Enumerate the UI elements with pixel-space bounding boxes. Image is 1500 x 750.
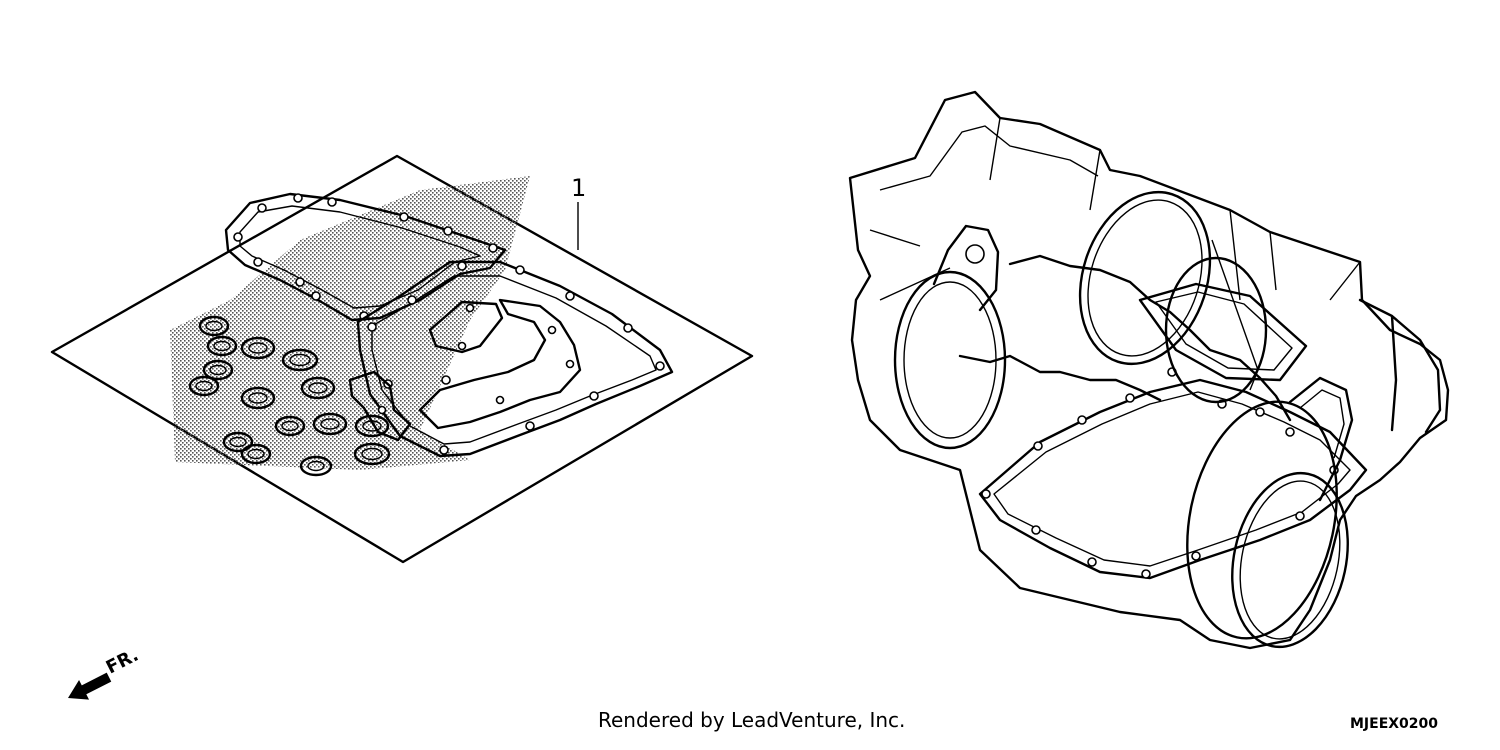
o-ring-set bbox=[188, 315, 391, 477]
engine-block-outline bbox=[848, 90, 1450, 650]
kit-shading bbox=[170, 176, 530, 470]
callout-number: 1 bbox=[571, 174, 586, 202]
gasket-kit-group: 1 bbox=[50, 154, 754, 564]
cover-gasket bbox=[418, 298, 582, 430]
right-cover-o-rings bbox=[1186, 376, 1354, 649]
arrow-icon bbox=[68, 672, 112, 700]
engine-block-group bbox=[848, 90, 1450, 650]
lower-crankcase-gasket bbox=[978, 367, 1368, 580]
direction-label: FR. bbox=[103, 645, 142, 679]
front-direction-arrow: FR. bbox=[68, 645, 142, 700]
strainer-gasket bbox=[428, 300, 504, 354]
oil-pan-gasket bbox=[224, 192, 507, 322]
credit-text: Rendered by LeadVenture, Inc. bbox=[598, 708, 906, 732]
gasket-kit-sheet bbox=[50, 154, 754, 564]
left-cover-o-ring bbox=[893, 224, 1268, 450]
small-gasket bbox=[348, 370, 412, 442]
engine-side-ridges bbox=[869, 209, 1361, 301]
drawing-code: MJEEX0200 bbox=[1350, 716, 1439, 732]
case-split-line bbox=[958, 254, 1292, 422]
engine-upper-edge bbox=[879, 117, 1101, 211]
middle-cover-o-ring bbox=[1078, 190, 1259, 391]
engine-right-end bbox=[1358, 298, 1442, 434]
